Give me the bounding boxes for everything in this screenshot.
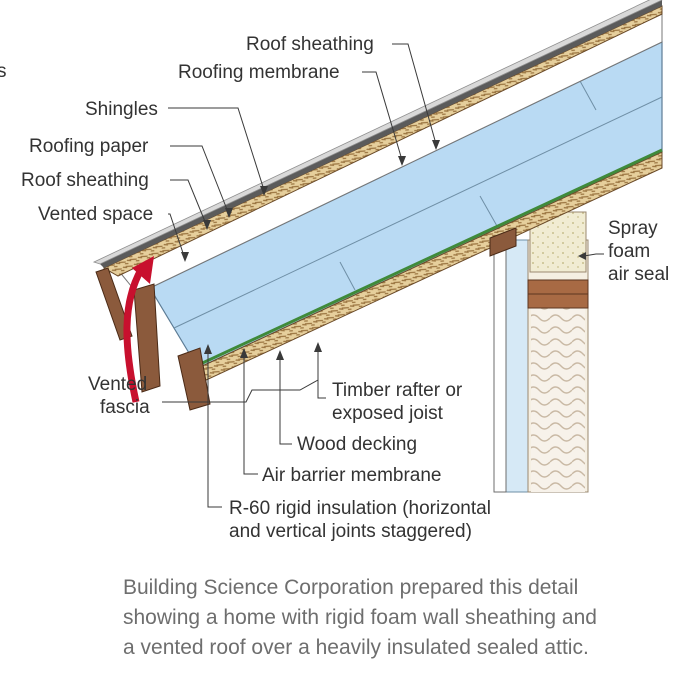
caption-line: a vented roof over a heavily insulated s… — [123, 636, 589, 659]
label-roof-sheathing-top: Roof sheathing — [246, 34, 374, 55]
leader-arrowhead — [314, 342, 322, 352]
insulation-joint — [339, 261, 356, 291]
leader-arrowhead — [432, 140, 440, 150]
top-plate-lower — [527, 293, 589, 309]
leader-arrowheads — [181, 140, 586, 360]
spray-foam-air-seal — [529, 211, 587, 273]
label-spray-foam-line-3: air seal — [608, 264, 669, 285]
leader-line — [392, 43, 437, 145]
leader-line — [279, 356, 292, 445]
label-rigid-insulation-line-1: R-60 rigid insulation (horizontal — [229, 498, 491, 519]
rafter-tail — [489, 227, 517, 257]
top-plate — [527, 279, 589, 295]
fascia-board — [133, 283, 161, 393]
label-vented-fascia-line-1: Vented — [88, 374, 147, 395]
leader-line — [583, 253, 604, 257]
label-timber-rafter-line-1: Timber rafter or — [332, 380, 463, 401]
leader-arrowhead — [181, 252, 189, 262]
wall-assembly — [493, 211, 589, 493]
leader-line — [317, 348, 326, 399]
leader-line — [168, 213, 185, 257]
roof-assembly — [92, 0, 663, 411]
label-roofing-membrane: Roofing membrane — [178, 62, 340, 83]
label-vented-space: Vented space — [38, 204, 153, 225]
wall-sheathing-foam — [505, 239, 529, 493]
insulation-joint — [579, 80, 597, 111]
airflow-arrowhead — [132, 256, 154, 284]
label-roofing-paper: Roofing paper — [29, 136, 149, 157]
air-barrier-membrane — [195, 148, 663, 368]
leader-line — [170, 145, 229, 213]
caption-line: Building Science Corporation prepared th… — [123, 576, 579, 599]
leader-arrowhead — [240, 348, 248, 358]
label-shingles: Shingles — [85, 99, 158, 120]
exposed-rafter — [177, 347, 211, 411]
leader-line — [162, 379, 319, 403]
label-rigid-insulation-line-2: and vertical joints staggered) — [229, 521, 472, 542]
label-spray-foam-line-2: foam — [608, 241, 650, 262]
leader-arrowhead — [260, 186, 268, 196]
label-edge-fragment: s — [0, 61, 7, 82]
leader-lines — [162, 43, 604, 508]
shingles-layer — [92, 0, 663, 265]
wall-batt-insulation — [531, 308, 585, 492]
leader-arrowhead — [225, 208, 233, 218]
insulation-joint — [479, 195, 498, 227]
leader-line — [207, 350, 222, 508]
roofing-membrane-layer — [100, 0, 662, 268]
leader-arrowhead — [203, 220, 211, 230]
leader-line — [168, 107, 265, 191]
leader-arrowhead — [398, 156, 406, 166]
siding — [493, 243, 507, 493]
leader-line — [170, 179, 207, 225]
caption-line: showing a home with rigid foam wall shea… — [123, 606, 597, 629]
leader-line — [362, 71, 403, 161]
leader-arrowhead — [276, 350, 284, 360]
insulation-joint — [173, 96, 663, 329]
leader-line — [243, 354, 258, 475]
label-roof-sheathing: Roof sheathing — [21, 170, 149, 191]
airflow-arrow — [123, 266, 146, 403]
label-air-barrier-membrane: Air barrier membrane — [262, 465, 442, 486]
figure-caption: Building Science Corporation prepared th… — [123, 573, 683, 663]
vented-fascia-board — [95, 267, 133, 341]
leader-arrowhead — [204, 344, 212, 354]
label-timber-rafter-line-2: exposed joist — [332, 403, 444, 424]
label-vented-fascia-line-2: fascia — [100, 397, 150, 418]
labels: Roof sheathing Roofing membrane Shingles… — [0, 34, 669, 542]
label-spray-foam-line-1: Spray — [608, 218, 658, 239]
label-wood-decking: Wood decking — [297, 434, 417, 455]
leader-arrowhead — [578, 252, 586, 260]
